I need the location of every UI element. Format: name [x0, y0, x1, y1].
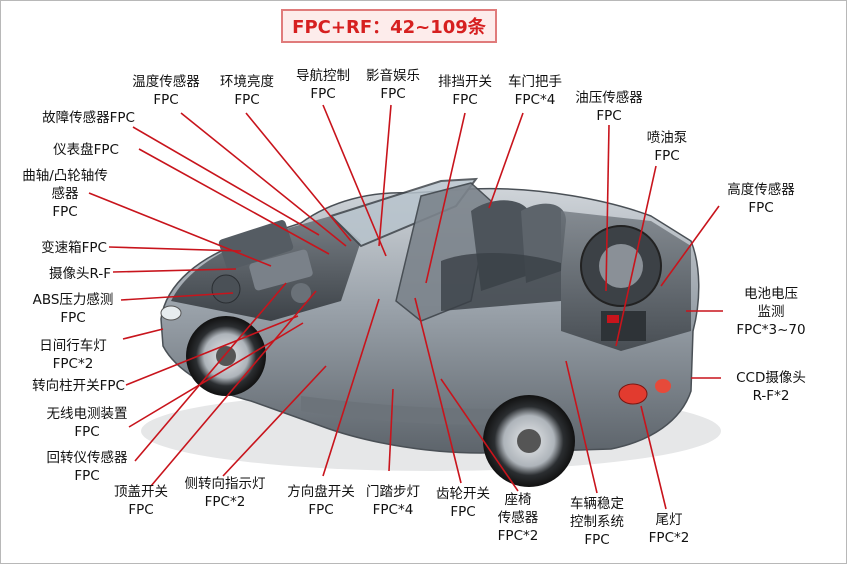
- tail-light-shape: [618, 383, 648, 405]
- diagram-title: FPC+RF：42~109条: [292, 17, 486, 38]
- title-banner: FPC+RF：42~109条: [281, 9, 497, 43]
- label-instrument-panel: 仪表盘FPC: [53, 142, 119, 158]
- label-fault-sensor: 故障传感器FPC: [42, 110, 135, 126]
- label-transmission: 变速箱FPC: [41, 240, 107, 256]
- label-camera-rf: 摄像头R-F: [49, 266, 111, 282]
- label-steering-column: 转向柱开关FPC: [32, 378, 125, 394]
- leader-lines: [88, 104, 723, 510]
- rear-wheel: [483, 395, 575, 487]
